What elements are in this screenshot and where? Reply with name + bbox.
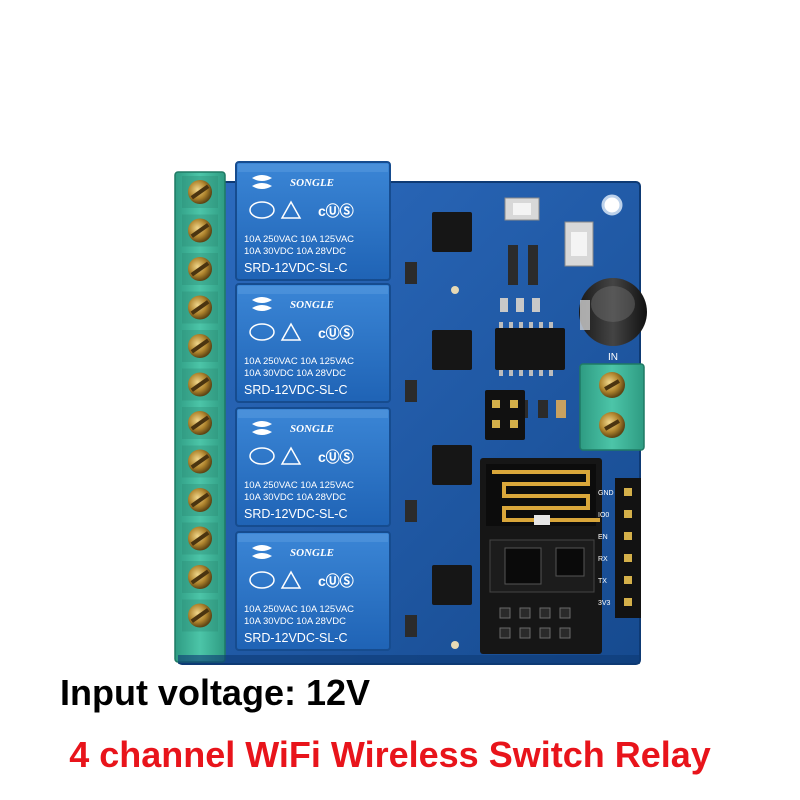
relay-rating-ac: 10A 250VAC 10A 125VAC [244, 480, 354, 491]
relay-rating-dc: 10A 30VDC 10A 28VDC [244, 616, 346, 627]
terminal-screw [182, 561, 218, 593]
pin-header [615, 478, 641, 618]
relay-model: SRD-12VDC-SL-C [244, 631, 348, 645]
ul-mark-icon: cⓊⓈ [318, 449, 354, 465]
relay-model: SRD-12VDC-SL-C [244, 261, 348, 275]
in-silkscreen: IN [608, 352, 618, 363]
jumper-header [485, 390, 525, 440]
terminal-screw [182, 599, 218, 632]
push-button [504, 197, 540, 221]
warning-triangle-icon [280, 570, 302, 589]
warning-triangle-icon [280, 200, 302, 219]
header-pin [624, 554, 632, 562]
relay-brand: SONGLE [290, 299, 334, 311]
optocoupler-column [432, 212, 472, 605]
header-pin-label: TX [598, 578, 607, 585]
relay-brand: SONGLE [290, 547, 334, 559]
terminal-screw [182, 253, 218, 285]
led-2 [451, 641, 459, 649]
product-title-caption: 4 channel WiFi Wireless Switch Relay [69, 734, 711, 775]
input-voltage-caption: Input voltage: 12V [59, 672, 371, 713]
terminal-screw [182, 330, 218, 362]
relay-rating-dc: 10A 30VDC 10A 28VDC [244, 246, 346, 257]
terminal-screw [182, 176, 218, 208]
songle-logo-icon [252, 421, 272, 435]
relay-rating-ac: 10A 250VAC 10A 125VAC [244, 356, 354, 367]
screw-terminal-strip [174, 171, 226, 663]
antenna-trace [492, 470, 600, 522]
terminal-screw [182, 291, 218, 324]
terminal-screw [182, 407, 218, 439]
mounting-hole [601, 194, 623, 216]
relay-rating-dc: 10A 30VDC 10A 28VDC [244, 492, 346, 503]
terminal-screw [182, 368, 218, 401]
relay-model: SRD-12VDC-SL-C [244, 507, 348, 521]
ul-mark-icon: cⓊⓈ [318, 203, 354, 219]
cqc-mark-icon [249, 201, 275, 219]
warning-triangle-icon [280, 322, 302, 341]
relay-brand: SONGLE [290, 177, 334, 189]
terminal-screw [182, 445, 218, 478]
power-input-terminal [579, 363, 645, 451]
header-pin-label: IO0 [598, 512, 609, 519]
terminal-screw [182, 214, 218, 247]
smd-components [405, 245, 566, 637]
header-pin [624, 576, 632, 584]
header-pin-label: RX [598, 556, 608, 563]
relay-rating-ac: 10A 250VAC 10A 125VAC [244, 604, 354, 615]
header-pin-label: 3V3 [598, 600, 611, 607]
header-pin [624, 510, 632, 518]
push-button-s1 [564, 221, 594, 267]
cqc-mark-icon [249, 323, 275, 341]
header-pin [624, 532, 632, 540]
terminal-screw [182, 522, 218, 555]
led-1 [451, 286, 459, 294]
songle-logo-icon [252, 545, 272, 559]
terminal-screw [182, 484, 218, 516]
header-pin [624, 598, 632, 606]
ul-mark-icon: cⓊⓈ [318, 325, 354, 341]
relay-rating-dc: 10A 30VDC 10A 28VDC [244, 368, 346, 379]
songle-logo-icon [252, 297, 272, 311]
cqc-mark-icon [249, 447, 275, 465]
songle-logo-icon [252, 175, 272, 189]
header-pin-label: EN [598, 534, 608, 541]
esp01-wifi-module [480, 458, 602, 654]
relay-model: SRD-12VDC-SL-C [244, 383, 348, 397]
ul-mark-icon: cⓊⓈ [318, 573, 354, 589]
logic-ic [495, 328, 565, 370]
relay-brand: SONGLE [290, 423, 334, 435]
header-pin [624, 488, 632, 496]
relay-rating-ac: 10A 250VAC 10A 125VAC [244, 234, 354, 245]
electrolytic-capacitor [579, 278, 647, 346]
header-pin-label: GND [598, 490, 614, 497]
cqc-mark-icon [249, 571, 275, 589]
warning-triangle-icon [280, 446, 302, 465]
